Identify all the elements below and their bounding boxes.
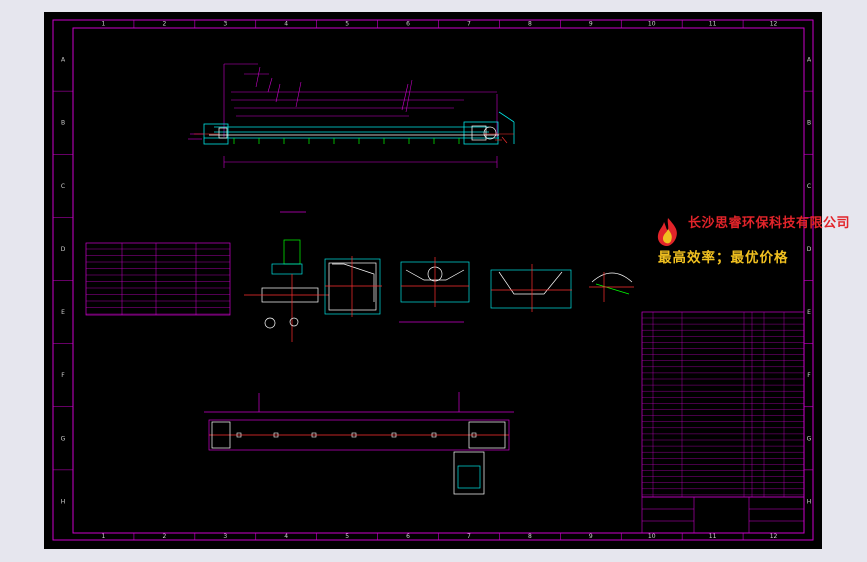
row-label: D — [807, 246, 812, 253]
column-label: 2 — [162, 533, 166, 540]
hopper-section-detail — [324, 256, 382, 317]
row-label: C — [61, 183, 65, 190]
troughing-idler-detail — [399, 257, 470, 323]
column-label: 12 — [770, 533, 778, 540]
column-label: 6 — [406, 533, 410, 540]
row-label: E — [807, 309, 811, 316]
row-label: H — [807, 498, 812, 505]
column-label: 10 — [648, 533, 656, 540]
column-label: 9 — [589, 21, 593, 28]
row-label: D — [61, 246, 66, 253]
column-label: 8 — [528, 533, 532, 540]
column-label: 8 — [528, 21, 532, 28]
row-label: A — [807, 57, 812, 64]
technical-parameters-table — [85, 242, 231, 316]
column-label: 7 — [467, 533, 471, 540]
row-label: G — [61, 435, 66, 442]
row-label: G — [807, 435, 812, 442]
plan-idler-positions — [236, 432, 477, 438]
row-label: E — [61, 309, 65, 316]
column-label: 12 — [770, 21, 778, 28]
column-label: 9 — [589, 533, 593, 540]
column-label: 10 — [648, 21, 656, 28]
parts-list-table — [641, 311, 805, 498]
drive-unit-detail — [244, 211, 329, 342]
column-label: 1 — [102, 21, 106, 28]
column-label: 4 — [284, 21, 288, 28]
return-idler-detail — [490, 264, 572, 312]
row-labels-right: A B C D E F G H — [807, 57, 812, 506]
row-label: B — [61, 120, 65, 127]
row-label: F — [807, 372, 811, 379]
column-label: 3 — [223, 533, 227, 540]
row-label: F — [61, 372, 65, 379]
row-label: B — [807, 120, 811, 127]
title-block — [641, 496, 805, 534]
column-label: 2 — [162, 21, 166, 28]
column-label: 6 — [406, 21, 410, 28]
outer-border — [52, 19, 814, 541]
column-label: 5 — [345, 21, 349, 28]
conveyor-plan-view — [204, 392, 514, 495]
column-label: 3 — [223, 21, 227, 28]
row-label: H — [61, 498, 66, 505]
inner-border — [72, 27, 805, 534]
company-name: 长沙思睿环保科技有限公司 — [688, 216, 851, 231]
flame-logo-icon — [657, 218, 677, 246]
row-labels-left: A B C D E F G H — [61, 57, 66, 506]
column-label: 5 — [345, 533, 349, 540]
conveyor-elevation-view — [188, 63, 515, 168]
cleaner-detail — [589, 272, 634, 302]
column-label: 1 — [102, 533, 106, 540]
column-label: 4 — [284, 533, 288, 540]
column-label: 11 — [709, 21, 717, 28]
column-label: 11 — [709, 533, 717, 540]
row-label: A — [61, 57, 66, 64]
zone-ticks — [53, 20, 813, 540]
column-label: 7 — [467, 21, 471, 28]
company-slogan: 最高效率；最优价格 — [658, 250, 789, 266]
row-label: C — [807, 183, 811, 190]
